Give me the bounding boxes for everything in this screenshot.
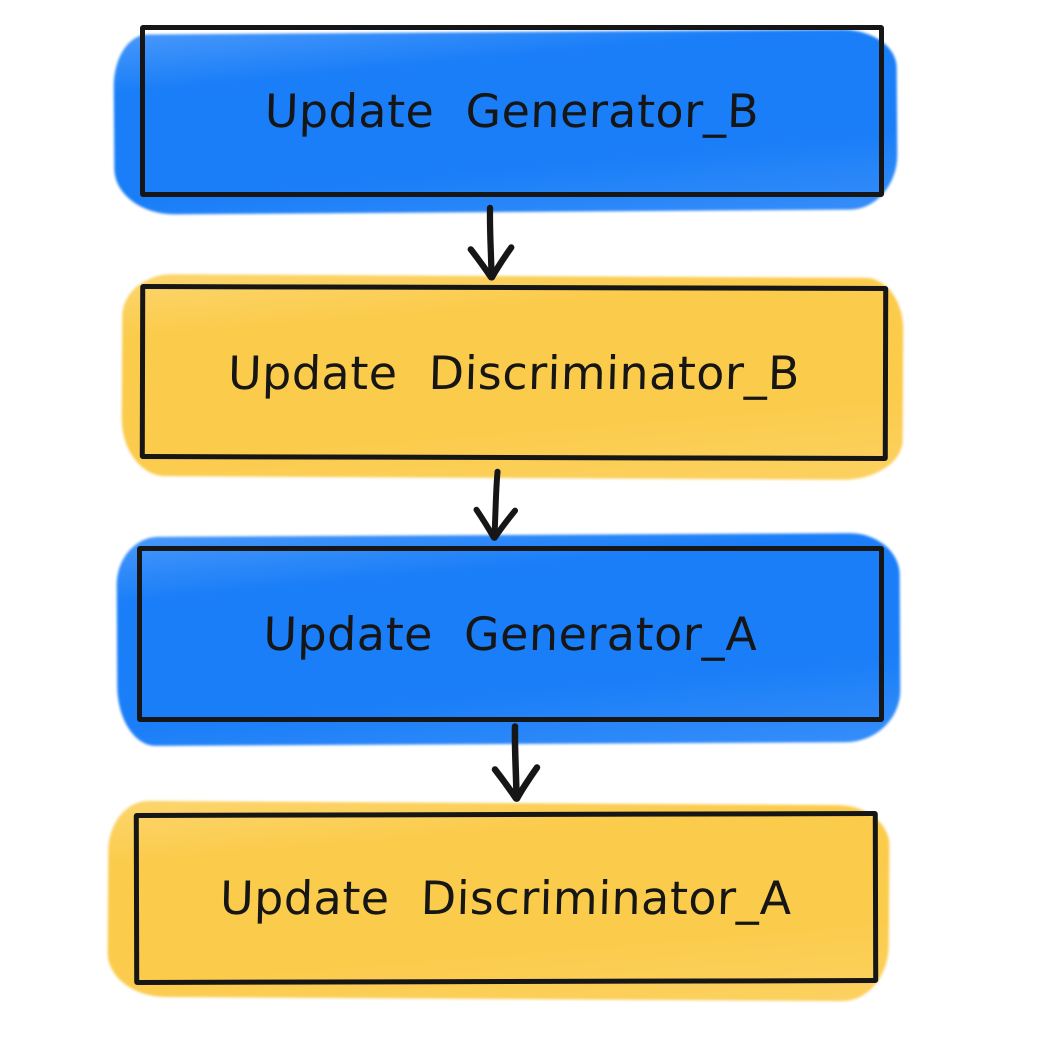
node-border: [137, 546, 884, 722]
flow-arrow-down-icon: [491, 723, 541, 802]
node-update-generator-b: Update Generator_B: [113, 25, 898, 215]
node-label: Update Discriminator_A: [219, 871, 793, 925]
node-label: Update Generator_B: [264, 84, 760, 138]
node-label: Update Generator_A: [262, 607, 759, 661]
node-update-generator-a: Update Generator_A: [116, 532, 901, 747]
flow-arrow-down-icon: [467, 204, 515, 281]
node-border: [140, 25, 884, 197]
flow-arrow-down-icon: [473, 468, 519, 541]
node-update-discriminator-a: Update Discriminator_A: [107, 800, 890, 1002]
node-update-discriminator-b: Update Discriminator_B: [121, 273, 904, 481]
node-label: Update Discriminator_B: [227, 345, 801, 400]
